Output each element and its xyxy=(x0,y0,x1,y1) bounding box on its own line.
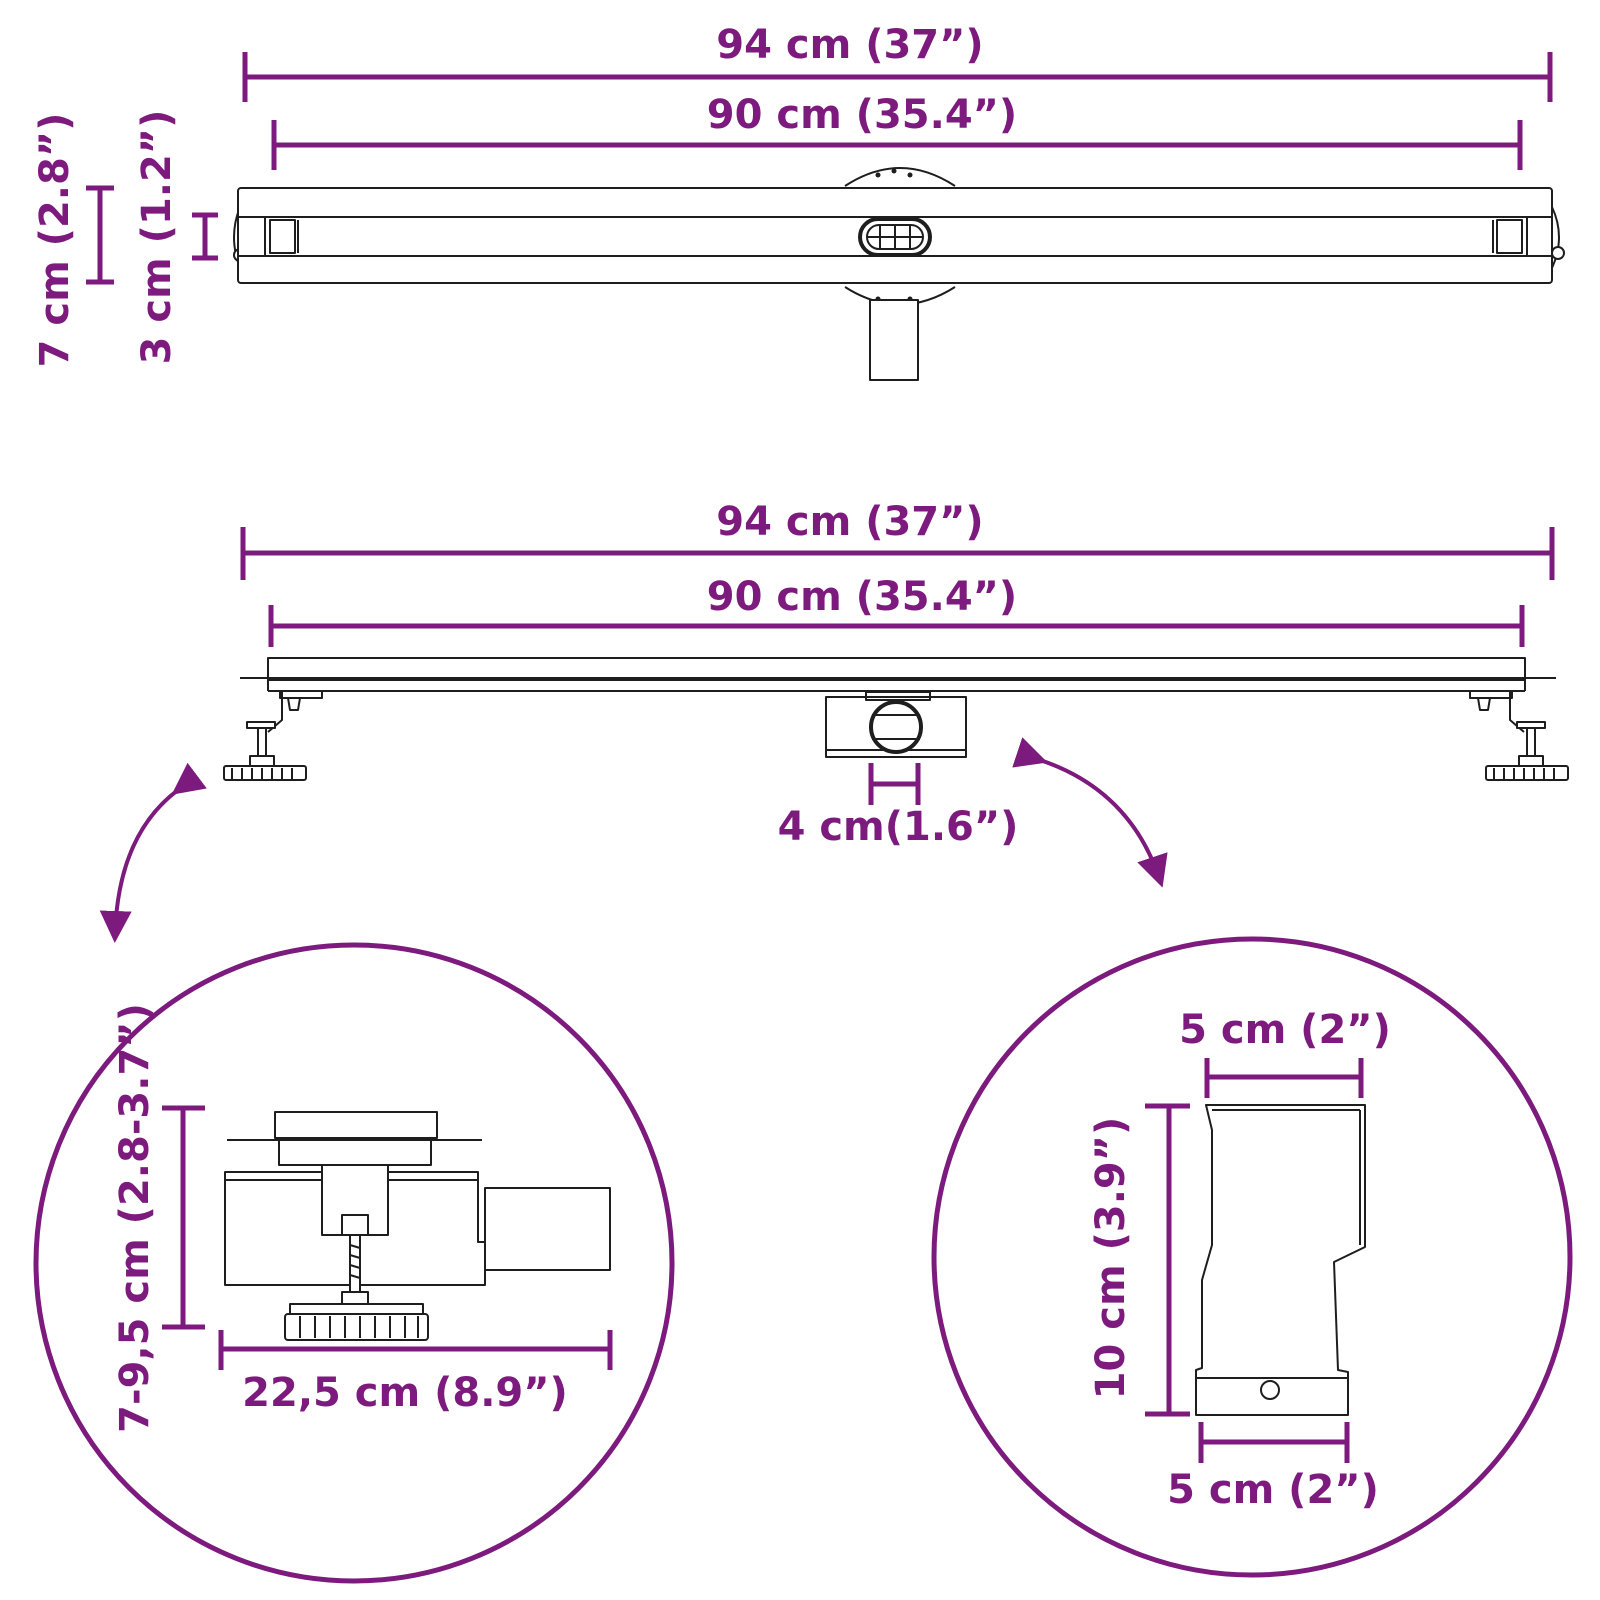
detail-right: 5 cm (2”) 10 cm (3.9”) 5 cm (2”) xyxy=(931,936,1573,1578)
top-overall-length-dimension xyxy=(242,52,1553,102)
detail-left-circle xyxy=(33,942,675,1584)
top-channel-width-dimension xyxy=(192,212,218,261)
side-grate-length-label: 90 cm (35.4”) xyxy=(707,574,1017,620)
side-view: 94 cm (37”) 90 cm (35.4”) xyxy=(223,499,1569,850)
side-overall-length-dimension xyxy=(240,527,1555,580)
detail-arrows xyxy=(99,737,1168,943)
top-grate-length-dimension xyxy=(271,120,1523,170)
detail-right-height-label: 10 cm (3.9”) xyxy=(1088,1117,1134,1400)
top-outlet-grille xyxy=(858,217,932,257)
detail-right-drawing xyxy=(1195,1104,1366,1416)
detail-left-length-dimension xyxy=(218,1330,613,1370)
detail-right-bottom-width-label: 5 cm (2”) xyxy=(1167,1467,1379,1513)
top-overall-width-label: 7 cm (2.8”) xyxy=(32,113,78,368)
right-detail-arrow xyxy=(1012,737,1168,888)
detail-left-drawing xyxy=(224,1111,611,1341)
detail-right-bottom-width-dimension xyxy=(1198,1422,1350,1463)
right-leveling-foot xyxy=(1469,690,1569,781)
top-overall-length-label: 94 cm (37”) xyxy=(716,22,983,68)
outlet-diameter-dimension xyxy=(868,763,921,805)
detail-right-top-width-dimension xyxy=(1204,1058,1364,1098)
top-view: 94 cm (37”) 90 cm (35.4”) 7 cm (2.8”) 3 … xyxy=(32,22,1565,381)
detail-left-height-label: 7-9,5 cm (2.8-3.7”) xyxy=(112,1003,158,1433)
side-overall-length-label: 94 cm (37”) xyxy=(716,499,983,545)
detail-left-length-label: 22,5 cm (8.9”) xyxy=(242,1370,568,1416)
left-leveling-foot xyxy=(223,690,323,781)
detail-right-circle xyxy=(931,936,1573,1578)
side-drain-drawing xyxy=(223,657,1569,781)
left-detail-arrow xyxy=(99,762,207,943)
top-overall-width-dimension xyxy=(86,185,114,285)
detail-left: 7-9,5 cm (2.8-3.7”) 22,5 cm (8.9”) xyxy=(33,942,675,1584)
detail-right-top-width-label: 5 cm (2”) xyxy=(1179,1007,1391,1053)
detail-right-height-dimension xyxy=(1145,1103,1190,1417)
detail-left-height-dimension xyxy=(162,1105,205,1330)
outlet-diameter-label: 4 cm(1.6”) xyxy=(778,804,1019,850)
side-grate-length-dimension xyxy=(268,605,1525,647)
top-drain-drawing xyxy=(233,167,1565,381)
top-channel-width-label: 3 cm (1.2”) xyxy=(134,110,180,365)
top-grate-length-label: 90 cm (35.4”) xyxy=(707,92,1017,138)
